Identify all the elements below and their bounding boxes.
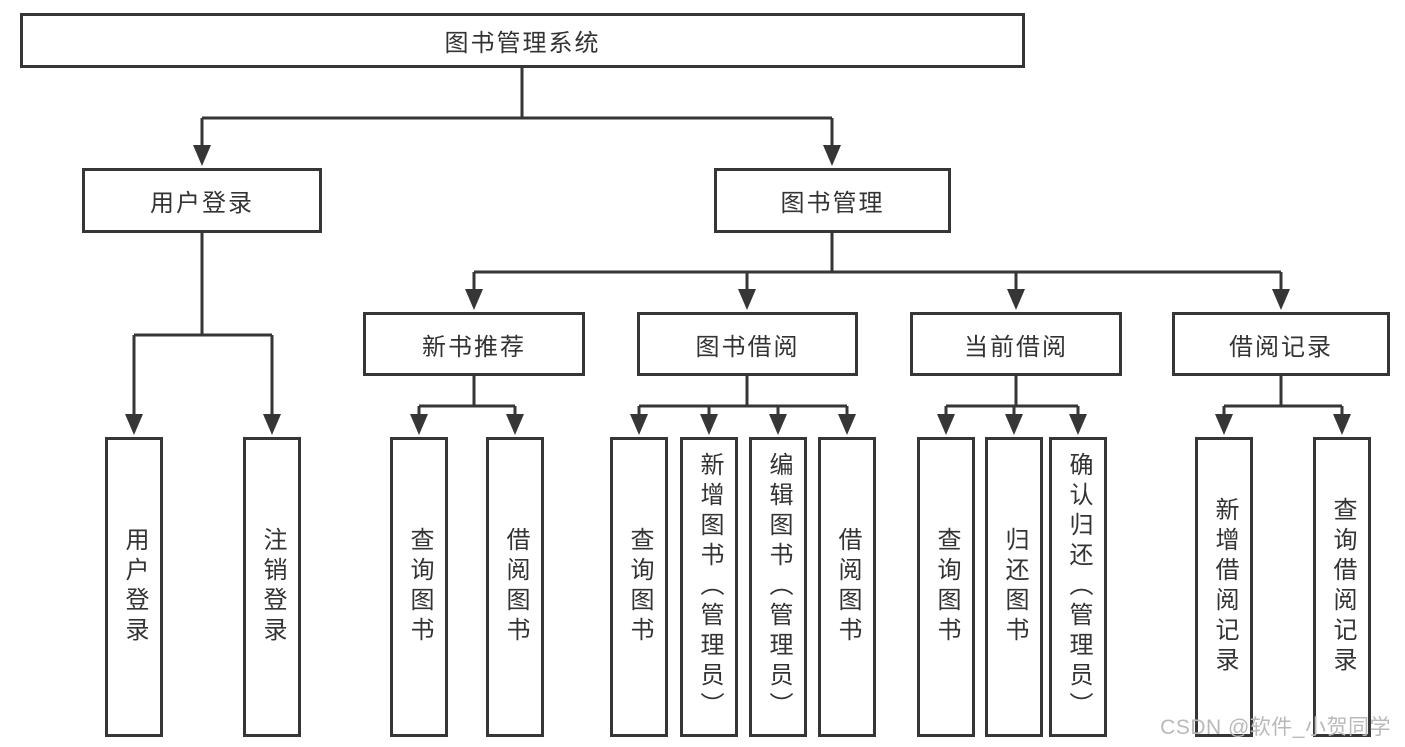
node-new-book-recommend: 新书推荐: [363, 312, 585, 376]
arrowhead: [193, 145, 211, 166]
arrowhead: [1007, 289, 1025, 310]
arrowhead: [506, 414, 524, 435]
arrowhead: [630, 414, 648, 435]
leaf-records-query-record: 查询借阅记录: [1313, 437, 1371, 737]
arrowhead: [769, 414, 787, 435]
leaf-borrow-borrow-books: 借阅图书: [818, 437, 876, 737]
leaf-current-return-books: 归还图书: [985, 437, 1043, 737]
leaf-borrow-add-books-admin: 新增图书（管理员）: [680, 437, 738, 737]
leaf-borrow-edit-books-admin: 编辑图书（管理员）: [749, 437, 807, 737]
arrowhead: [1333, 414, 1351, 435]
arrowhead: [937, 414, 955, 435]
node-book-management: 图书管理: [714, 168, 951, 233]
arrowhead: [125, 414, 143, 435]
leaf-borrow-query-books: 查询图书: [610, 437, 668, 737]
arrowhead: [1069, 414, 1087, 435]
leaf-logout: 注销登录: [243, 437, 301, 737]
arrowhead: [410, 414, 428, 435]
node-borrow-records: 借阅记录: [1172, 312, 1390, 376]
arrowhead: [1272, 289, 1290, 310]
leaf-records-add-record: 新增借阅记录: [1195, 437, 1253, 737]
node-book-borrow: 图书借阅: [637, 312, 858, 376]
arrowhead: [838, 414, 856, 435]
leaf-current-query-books: 查询图书: [917, 437, 975, 737]
arrowhead: [823, 145, 841, 166]
arrowhead: [1215, 414, 1233, 435]
node-user-login: 用户登录: [82, 168, 322, 233]
csdn-watermark: CSDN @软件_小贺同学: [1160, 716, 1391, 739]
arrowhead: [465, 289, 483, 310]
leaf-current-confirm-return-admin: 确认归还（管理员）: [1049, 437, 1107, 737]
leaf-user-login: 用户登录: [105, 437, 163, 737]
leaf-newbooks-query-books: 查询图书: [390, 437, 448, 737]
arrowhead: [1005, 414, 1023, 435]
arrowhead: [738, 289, 756, 310]
leaf-newbooks-borrow-books: 借阅图书: [486, 437, 544, 737]
node-current-borrow: 当前借阅: [910, 312, 1122, 376]
arrowhead: [263, 414, 281, 435]
node-root-library-system: 图书管理系统: [20, 13, 1025, 68]
arrowhead: [700, 414, 718, 435]
